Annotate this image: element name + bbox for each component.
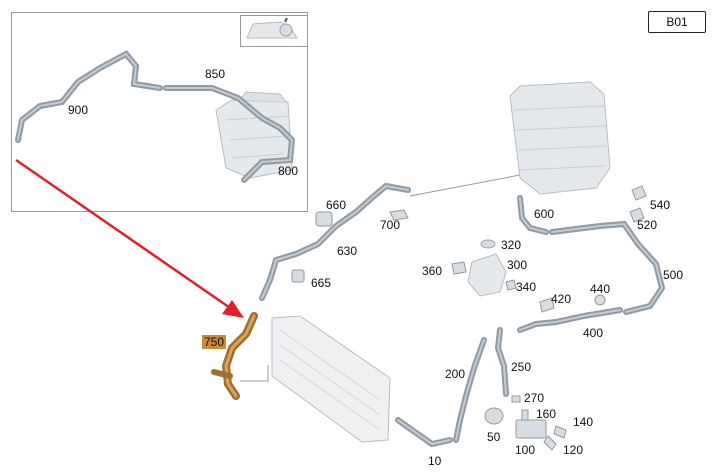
callout-340: 340 xyxy=(516,280,537,294)
red-direction-arrow xyxy=(15,158,244,318)
callout-660: 660 xyxy=(326,198,347,212)
callout-800: 800 xyxy=(278,164,299,178)
expansion-tank-300 xyxy=(467,239,507,297)
part-100-bracket xyxy=(515,419,547,439)
diagram-id-badge: B01 xyxy=(648,11,706,33)
part-420-clip xyxy=(539,297,555,313)
callout-300: 300 xyxy=(507,258,528,272)
callout-900: 900 xyxy=(68,103,89,117)
part-360-sensor xyxy=(451,261,467,275)
part-140-bolt xyxy=(553,425,567,439)
callout-750-highlighted: 750 xyxy=(202,335,227,349)
thumbnail-frame xyxy=(240,15,308,47)
part-340-cap xyxy=(505,279,517,291)
part-520-clip xyxy=(629,207,645,223)
hose-200 xyxy=(453,337,487,443)
thumbnail-part-icon xyxy=(246,17,298,39)
radiator-core xyxy=(271,315,391,443)
part-540-clip xyxy=(631,185,647,201)
callout-270: 270 xyxy=(524,391,545,405)
callout-100: 100 xyxy=(515,443,536,457)
part-700-connector xyxy=(389,209,409,221)
part-440-grommet xyxy=(594,294,606,306)
inset-hose-850 xyxy=(163,85,296,183)
callout-250: 250 xyxy=(511,360,532,374)
hose-630 xyxy=(259,182,411,301)
callout-600: 600 xyxy=(534,207,555,221)
callout-540: 540 xyxy=(650,198,671,212)
part-120-clip xyxy=(543,435,557,451)
callout-320: 320 xyxy=(501,238,522,252)
callout-700: 700 xyxy=(380,218,401,232)
callout-360: 360 xyxy=(422,264,443,278)
hose-400 xyxy=(517,307,623,333)
callout-665: 665 xyxy=(311,276,332,290)
callout-140: 140 xyxy=(573,415,594,429)
detail-inset-frame xyxy=(11,12,308,212)
callout-10: 10 xyxy=(428,454,442,468)
part-660-clamp xyxy=(315,211,333,227)
hose-10 xyxy=(395,417,453,448)
part-50-pump xyxy=(484,407,504,425)
callout-420: 420 xyxy=(551,292,572,306)
callout-440: 440 xyxy=(590,282,611,296)
battery-module-large xyxy=(509,81,611,195)
part-665-bracket xyxy=(291,269,305,283)
hose-500 xyxy=(549,220,666,315)
callout-120: 120 xyxy=(563,443,584,457)
small-parts xyxy=(291,185,647,451)
part-270-screw xyxy=(511,395,521,403)
callout-160: 160 xyxy=(536,407,557,421)
callout-200: 200 xyxy=(445,367,466,381)
hose-750-highlighted xyxy=(211,312,258,400)
hose-600 xyxy=(517,195,549,235)
callout-500: 500 xyxy=(663,268,684,282)
callout-400: 400 xyxy=(583,326,604,340)
callout-850: 850 xyxy=(205,67,226,81)
hose-250 xyxy=(494,327,509,397)
callout-50: 50 xyxy=(487,430,501,444)
part-160-bolt xyxy=(521,409,529,421)
callout-630: 630 xyxy=(337,244,358,258)
inset-hose-900 xyxy=(15,50,163,143)
callout-520: 520 xyxy=(637,218,658,232)
